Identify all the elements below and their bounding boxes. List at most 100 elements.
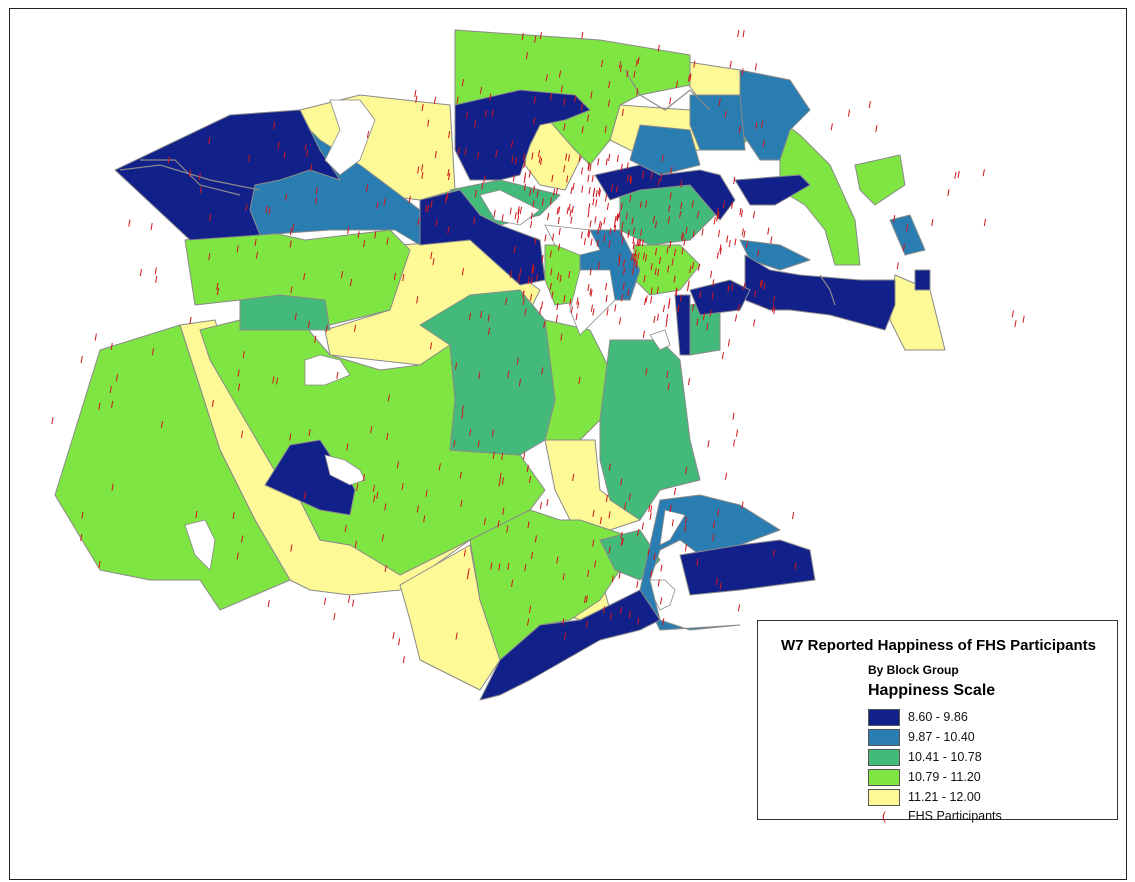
participant-marker: [669, 504, 672, 512]
participant-marker: [323, 597, 327, 605]
legend-scale-title: Happiness Scale: [868, 682, 996, 699]
participant-marker: [644, 254, 648, 262]
block-group-green-2[interactable]: [184, 229, 411, 326]
participant-marker: [333, 613, 336, 621]
participant-marker: [675, 80, 678, 88]
block-group-teal-4[interactable]: [599, 339, 701, 521]
participant-marker: [588, 187, 591, 195]
participant-marker: [691, 261, 695, 270]
participant-marker: [446, 192, 449, 200]
block-group-blue-3[interactable]: [689, 94, 746, 151]
block-group-blue-4[interactable]: [629, 124, 701, 176]
participant-marker: [666, 313, 669, 321]
participant-marker: [724, 472, 728, 480]
legend-label-1: 8.60 - 9.86: [908, 710, 968, 724]
participant-marker: [541, 255, 544, 263]
participant-marker: [624, 502, 627, 510]
participant-marker: [151, 348, 154, 356]
participant-marker: [606, 202, 609, 210]
participant-marker: [1014, 320, 1017, 328]
block-group-navy-7[interactable]: [689, 279, 751, 316]
participant-marker: [741, 501, 744, 509]
block-group-navy-10[interactable]: [679, 539, 816, 596]
participant-marker: [657, 579, 660, 587]
participant-marker: [587, 569, 590, 577]
participant-marker: [518, 378, 522, 387]
participant-marker: [625, 212, 628, 220]
participant-marker: [643, 275, 646, 283]
participant-marker: [416, 296, 419, 304]
participant-marker: [532, 185, 535, 193]
block-group-teal-5[interactable]: [239, 294, 331, 331]
participant-marker: [633, 70, 636, 78]
participant-marker: [633, 259, 636, 267]
participant-marker: [402, 274, 405, 282]
participant-marker: [273, 122, 276, 130]
block-group-green-3[interactable]: [54, 324, 291, 611]
block-group-navy-11[interactable]: [479, 589, 661, 701]
participant-marker: [629, 175, 632, 183]
participant-marker: [642, 330, 645, 338]
participant-marker: [754, 63, 757, 71]
block-group-navy-2[interactable]: [454, 89, 591, 181]
block-group-green-10[interactable]: [854, 154, 906, 206]
participant-marker: [303, 491, 306, 499]
participant-marker: [423, 515, 426, 523]
participant-marker: [667, 383, 670, 391]
participant-marker: [310, 163, 313, 172]
block-group-yellow-7[interactable]: [399, 544, 501, 691]
participant-marker: [306, 150, 309, 158]
participant-marker: [692, 230, 695, 238]
participant-marker: [570, 216, 573, 224]
block-group-blue-7[interactable]: [889, 214, 926, 256]
block-group-green-9[interactable]: [779, 119, 861, 266]
participant-marker: [429, 342, 433, 350]
participant-marker: [189, 316, 192, 324]
water-body-3: [544, 224, 601, 256]
participant-marker: [770, 236, 773, 244]
participant-marker: [336, 371, 339, 379]
participant-marker: [344, 524, 347, 532]
participant-marker: [188, 169, 192, 177]
participant-marker: [597, 158, 600, 166]
block-group-navy-5[interactable]: [734, 174, 811, 206]
participant-marker: [155, 275, 158, 283]
block-group-navy-6[interactable]: [744, 254, 896, 331]
participant-marker: [290, 286, 293, 294]
participant-marker: [414, 89, 417, 98]
participant-marker: [716, 214, 719, 222]
participant-marker: [461, 412, 464, 420]
participant-marker: [245, 203, 248, 211]
block-group-teal-3[interactable]: [419, 289, 556, 456]
participant-marker: [483, 517, 486, 525]
participant-marker: [386, 237, 389, 245]
participant-marker: [376, 491, 379, 499]
legend-item-5: 11.21 - 12.00: [868, 787, 981, 807]
participant-marker: [80, 533, 83, 542]
participant-marker: [384, 565, 387, 573]
participant-marker: [752, 211, 756, 219]
block-group-yellow-8[interactable]: [544, 439, 641, 531]
block-group-navy-1[interactable]: [114, 109, 341, 241]
participant-marker: [639, 238, 642, 247]
participant-marker: [650, 287, 653, 295]
participant-marker: [649, 512, 652, 520]
block-group-navy-8[interactable]: [674, 294, 691, 356]
participant-marker: [362, 474, 365, 482]
participant-marker: [417, 166, 420, 174]
participant-marker: [463, 549, 466, 557]
participant-marker: [588, 230, 591, 239]
participant-marker: [660, 564, 663, 572]
participant-marker: [699, 290, 702, 299]
participant-marker: [560, 333, 563, 341]
block-group-navy-12[interactable]: [914, 269, 931, 291]
participant-marker: [507, 370, 510, 378]
participant-marker: [685, 226, 688, 235]
participant-marker: [608, 511, 611, 519]
participant-marker: [540, 157, 543, 166]
participant-marker: [600, 222, 603, 230]
participant-marker: [680, 201, 683, 210]
participant-marker: [717, 508, 720, 516]
participant-marker: [507, 563, 510, 571]
